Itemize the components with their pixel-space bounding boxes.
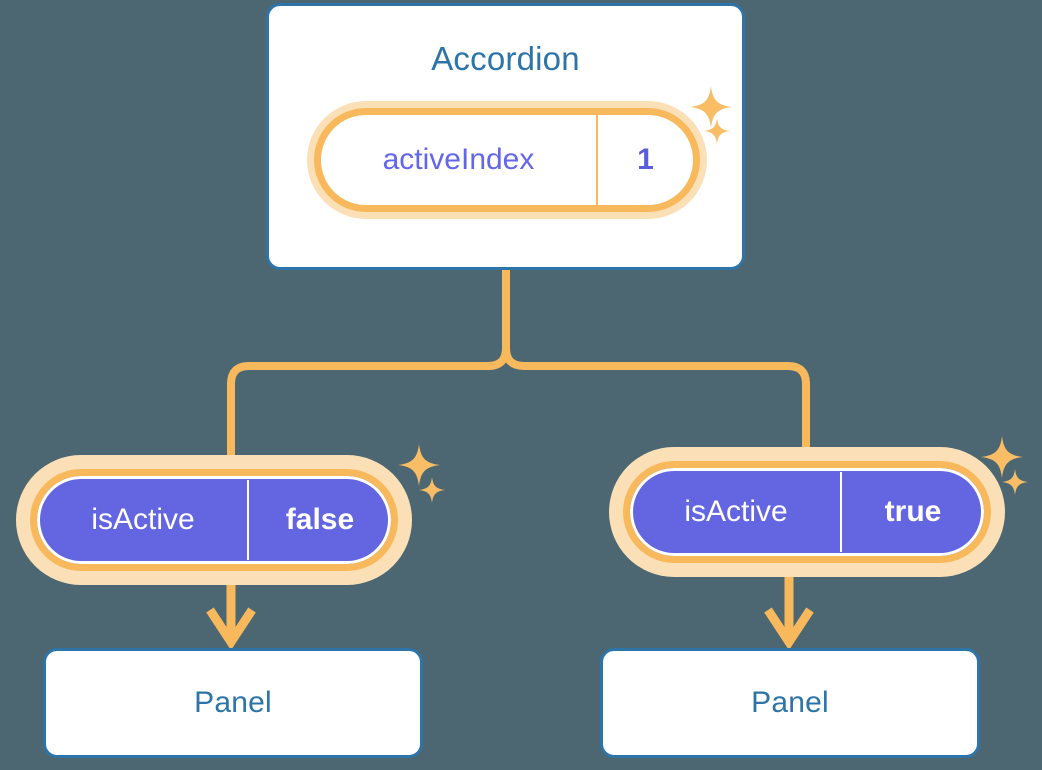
sparkle-icon: [419, 477, 445, 503]
state-pill-key: activeIndex: [321, 115, 598, 205]
panel-card-right: Panel: [600, 648, 980, 758]
state-pill-value: 1: [637, 143, 654, 176]
state-pill-value: true: [884, 495, 942, 528]
panel-card-left: Panel: [43, 648, 423, 758]
panel-title: Panel: [194, 686, 272, 719]
state-pill-is-active-true[interactable]: isActive true: [623, 461, 991, 563]
state-pill-active-index[interactable]: activeIndex 1: [314, 108, 700, 212]
state-pill-is-active-false[interactable]: isActive false: [30, 469, 398, 571]
sparkle-icon: [1002, 469, 1028, 495]
state-pill-key: isActive: [630, 468, 842, 556]
state-pill-value: false: [285, 503, 355, 536]
sparkle-icon: [398, 444, 440, 486]
panel-title: Panel: [751, 686, 829, 719]
page-title: Accordion: [431, 40, 580, 77]
state-pill-key: isActive: [37, 476, 249, 564]
